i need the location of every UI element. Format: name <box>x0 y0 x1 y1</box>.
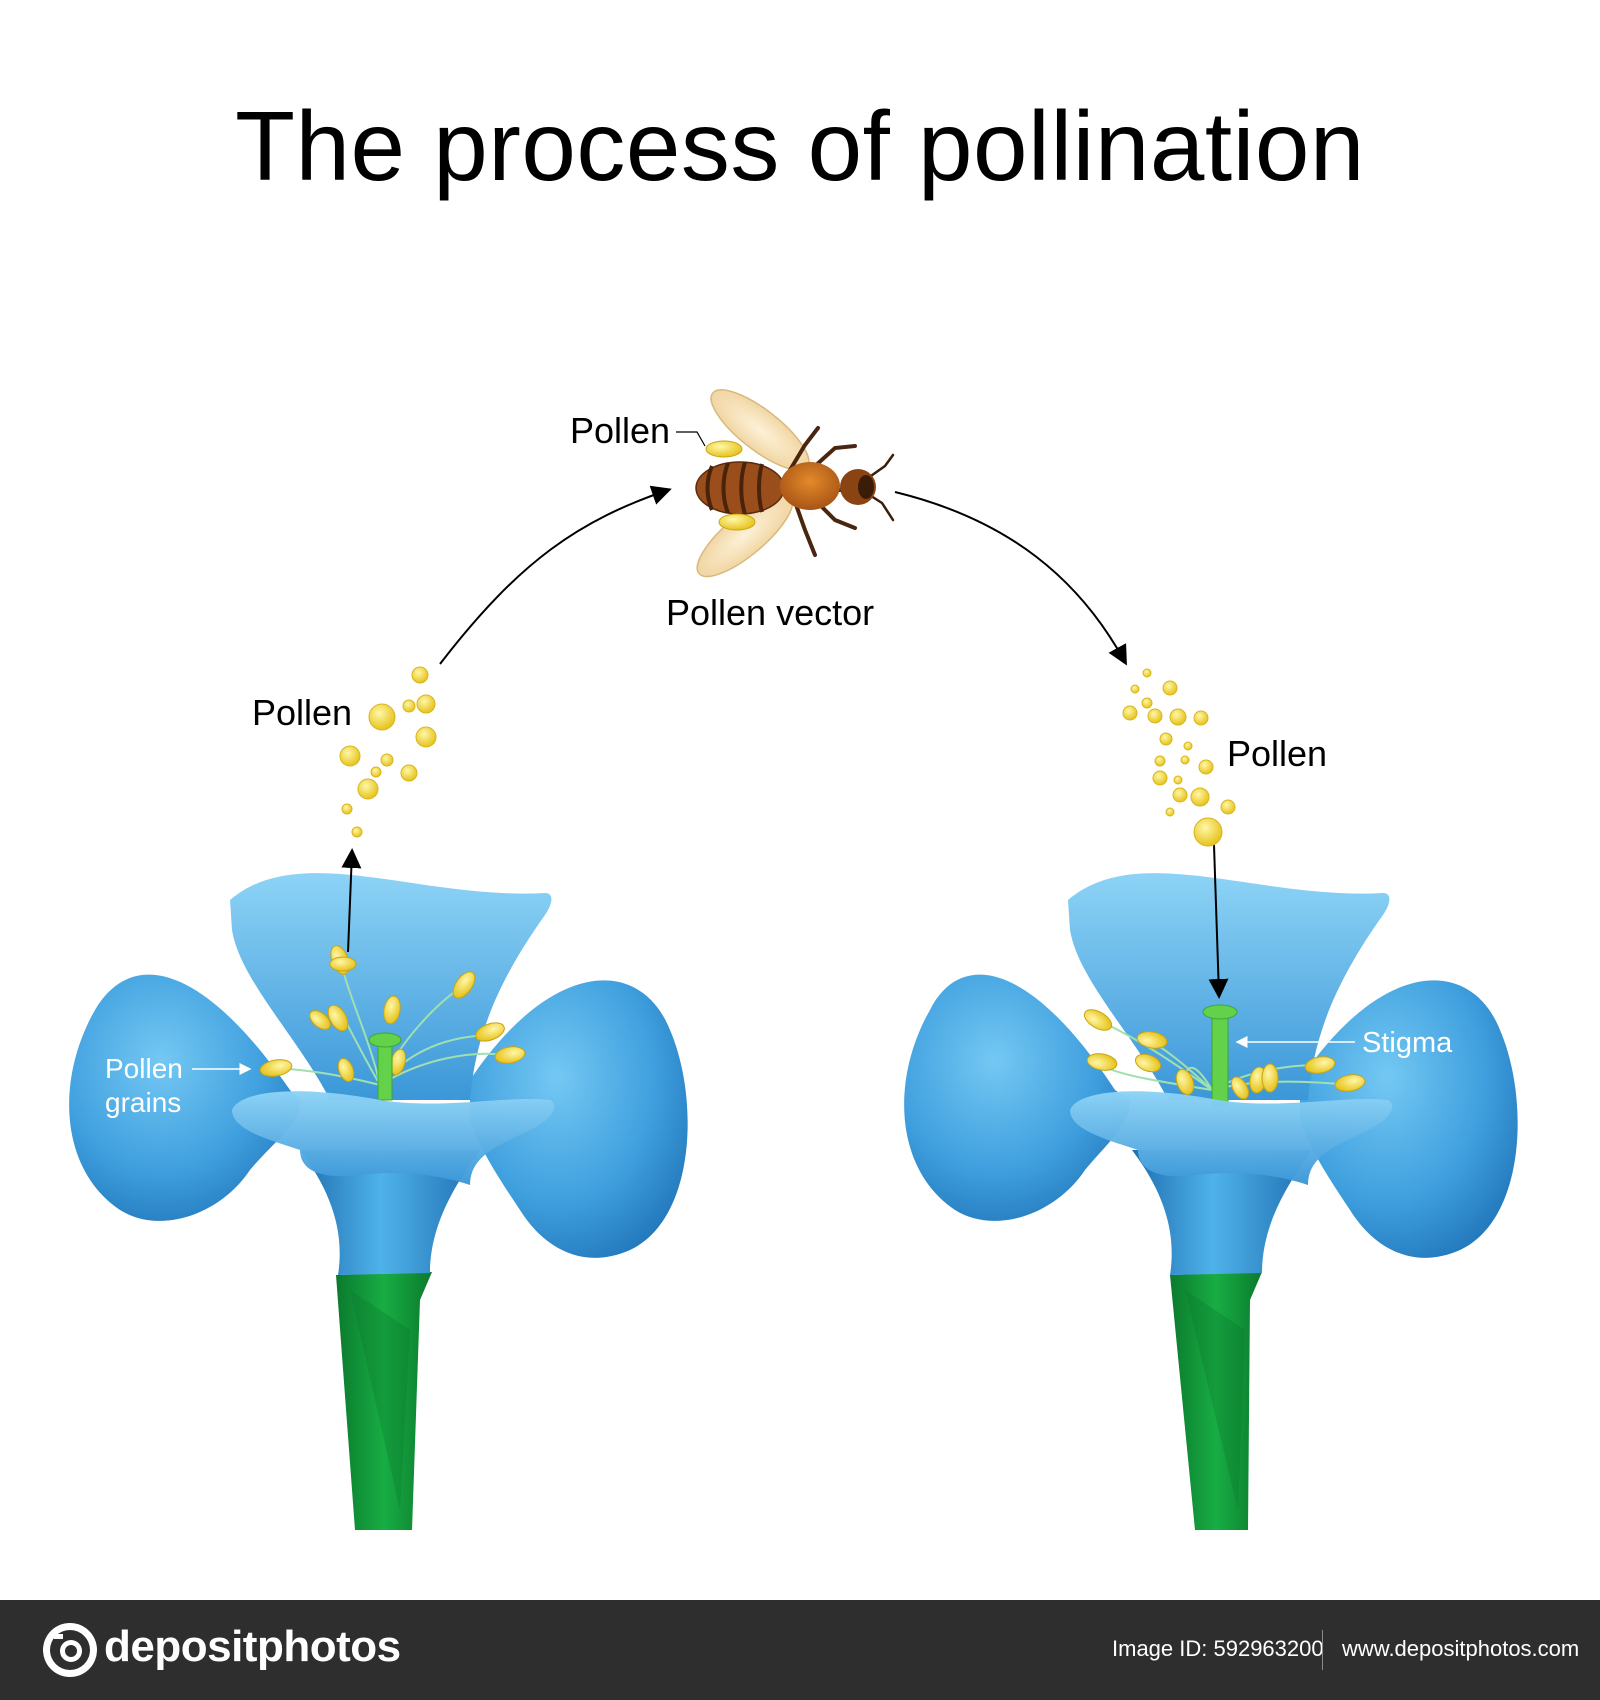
right-tube <box>1132 1150 1312 1275</box>
left-anthers <box>259 945 526 1083</box>
left-up-arrow <box>341 848 362 953</box>
footer-separator <box>1322 1630 1323 1670</box>
label-pollen-left: Pollen <box>252 692 352 733</box>
right-pistil <box>1211 1014 1229 1106</box>
left-back-petal-left <box>69 974 301 1221</box>
right-back-petal-right <box>1300 980 1518 1258</box>
bee-pollen-basket-bottom <box>718 513 756 531</box>
left-top-petal <box>230 873 552 1100</box>
footer-url: www.depositphotos.com <box>1342 1636 1580 1661</box>
bee-icon <box>695 389 895 578</box>
left-launched-pollen <box>329 956 357 972</box>
footer-brand: depositphotos <box>104 1622 401 1671</box>
right-flower <box>904 844 1518 1530</box>
arc-arrow-to-bee <box>439 485 672 665</box>
left-tube <box>300 1150 480 1275</box>
pollination-diagram: Pollen Pollen Pollen vector Pollen Polle… <box>69 389 1518 1530</box>
label-pollen-vector: Pollen vector <box>666 592 874 633</box>
right-front-petal <box>1070 1091 1393 1185</box>
left-pistil <box>377 1044 393 1101</box>
arc-arrow-to-flower <box>894 491 1127 666</box>
label-pollen-grains-line1: Pollen <box>105 1053 183 1084</box>
diagram-title: The process of pollination <box>235 91 1365 201</box>
label-pollen-bee: Pollen <box>570 410 670 451</box>
right-back-petal-left <box>904 974 1130 1221</box>
right-stigma <box>1202 1004 1238 1020</box>
stock-footer: depositphotos Image ID: 592963200 www.de… <box>0 1600 1600 1700</box>
footer-image-id: Image ID: 592963200 <box>1112 1636 1324 1661</box>
label-pollen-right: Pollen <box>1227 733 1327 774</box>
left-front-petal <box>232 1091 555 1185</box>
left-pollen-cloud <box>339 666 437 838</box>
right-anthers <box>1083 1009 1366 1100</box>
left-back-petal-right <box>470 980 688 1258</box>
right-down-arrow <box>1208 844 1229 999</box>
left-flower <box>69 848 688 1530</box>
bee-pollen-basket-top <box>705 440 743 458</box>
left-stem <box>336 1272 432 1530</box>
right-stem <box>1170 1272 1262 1530</box>
label-pollen-grains-line2: grains <box>105 1087 181 1118</box>
right-pollen-cloud <box>1122 668 1236 847</box>
camera-logo-icon <box>43 1623 97 1677</box>
bee-pollen-pointer <box>676 431 706 447</box>
label-stigma: Stigma <box>1362 1027 1453 1059</box>
